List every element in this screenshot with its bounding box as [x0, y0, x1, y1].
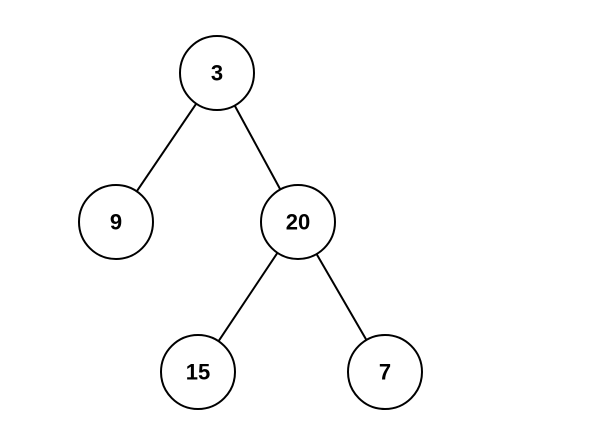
edge-n20-n7 — [315, 253, 368, 341]
node-label: 7 — [379, 360, 391, 385]
node-label: 3 — [211, 61, 223, 86]
tree-node-3: 3 — [179, 35, 255, 111]
tree-node-15: 15 — [160, 334, 236, 410]
node-label: 15 — [186, 360, 210, 385]
node-label: 20 — [286, 210, 310, 235]
tree-node-7: 7 — [347, 334, 423, 410]
node-circle — [78, 184, 154, 260]
node-label: 9 — [110, 210, 122, 235]
tree-nodes: 3 9 20 15 7 — [78, 35, 423, 410]
tree-node-9: 9 — [78, 184, 154, 260]
node-circle — [260, 184, 336, 260]
edge-n20-n15 — [217, 252, 279, 342]
edge-n3-n20 — [233, 105, 282, 190]
node-circle — [179, 35, 255, 111]
tree-edges — [135, 103, 368, 342]
node-circle — [347, 334, 423, 410]
tree-node-20: 20 — [260, 184, 336, 260]
edge-n3-n9 — [135, 103, 198, 192]
node-circle — [160, 334, 236, 410]
